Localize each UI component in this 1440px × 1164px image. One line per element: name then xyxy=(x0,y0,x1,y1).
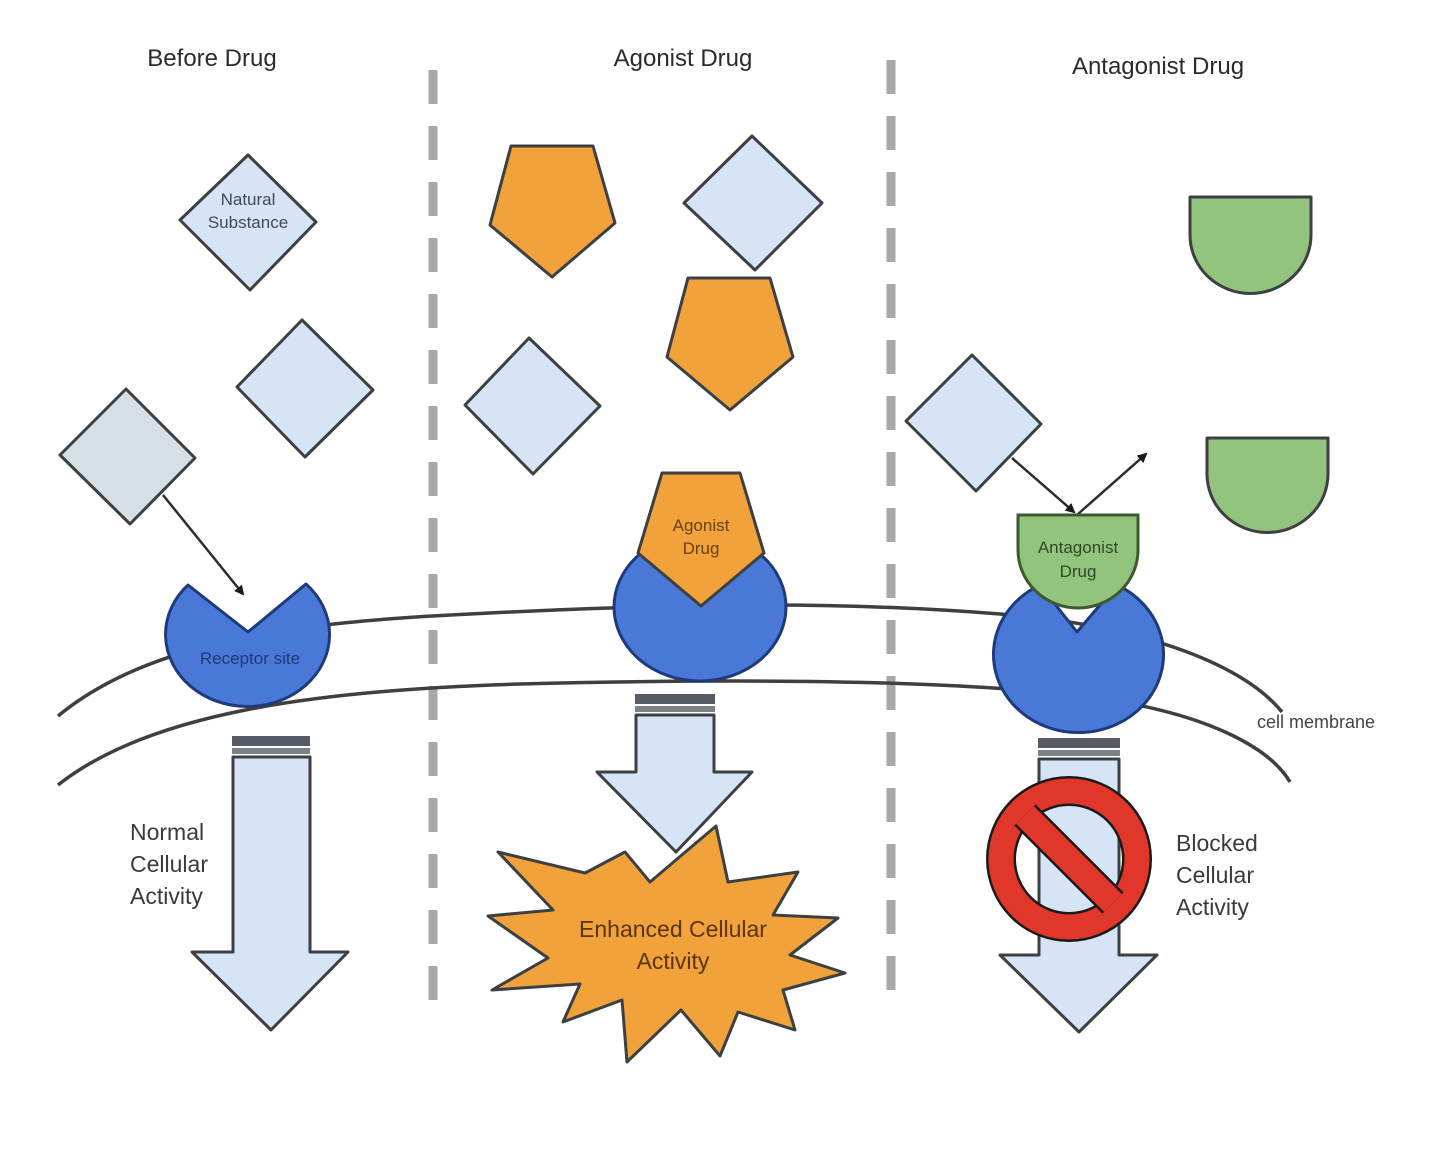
outcome-blocked-line3: Activity xyxy=(1176,894,1249,920)
natural-substance-diamond xyxy=(682,134,824,272)
receptor-with-agonist: Agonist Drug xyxy=(612,471,788,683)
natural-substance-diamond xyxy=(58,387,197,526)
arrow-cap-band xyxy=(232,748,310,754)
outcome-enhanced-line2: Activity xyxy=(637,948,710,974)
agonist-pentagon xyxy=(488,144,617,279)
no-entry-icon xyxy=(986,776,1152,942)
diamond-icon xyxy=(178,153,318,292)
cell-membrane-label: cell membrane xyxy=(1257,712,1375,732)
panel-antagonist-drug: Antagonist Drug Blocked Cellular Activit… xyxy=(904,195,1330,1034)
cell-membrane-inner-curve xyxy=(56,679,1292,787)
panel-title-agonist-drug: Agonist Drug xyxy=(614,45,753,72)
blocked-approach-arrow xyxy=(1011,457,1076,514)
arrow-cap-band xyxy=(232,736,310,746)
antagonist-half-circle xyxy=(1188,195,1313,295)
agonist-bound-label-line2: Drug xyxy=(683,539,720,558)
down-arrow-icon xyxy=(190,755,350,1032)
starburst-icon xyxy=(486,824,847,1064)
outcome-blocked-line2: Cellular xyxy=(1176,862,1254,888)
antagonist-bound-label-line2: Drug xyxy=(1060,562,1097,581)
agonist-pentagon xyxy=(665,276,795,412)
panel-title-before-drug: Before Drug xyxy=(147,45,276,72)
natural-substance-diamond xyxy=(463,336,602,476)
natural-substance-label-line1: Natural xyxy=(221,190,276,209)
receptor-with-antagonist: Antagonist Drug xyxy=(992,513,1165,735)
agonist-pentagon-bound xyxy=(636,471,766,608)
antagonist-bound-label-line1: Antagonist xyxy=(1038,538,1119,557)
outcome-blocked-line1: Blocked xyxy=(1176,830,1258,856)
natural-substance-label-line2: Substance xyxy=(208,213,288,232)
agonist-bound-label-line1: Agonist xyxy=(673,516,730,535)
natural-substance-labeled: Natural Substance xyxy=(178,153,318,292)
arrow-cap-band xyxy=(1038,750,1120,756)
receptor-site: Receptor site xyxy=(164,582,331,708)
arrow-cap-band xyxy=(635,694,715,704)
outcome-normal-line3: Activity xyxy=(130,883,203,909)
down-arrow-icon xyxy=(595,713,754,854)
arrow-cap-band xyxy=(635,706,715,712)
deflection-arrow xyxy=(1077,452,1148,515)
natural-substance-diamond xyxy=(904,353,1043,493)
binding-arrow xyxy=(162,494,245,596)
enhanced-activity-arrow xyxy=(595,694,754,854)
outcome-normal-line1: Normal xyxy=(130,819,204,845)
outcome-normal-line2: Cellular xyxy=(130,851,208,877)
receptor-site-label: Receptor site xyxy=(200,649,300,668)
natural-substance-diamond xyxy=(235,318,375,459)
antagonist-half-circle-bound xyxy=(1016,513,1140,610)
arrow-cap-band xyxy=(1038,738,1120,748)
panel-before-drug: Natural Substance Receptor site Normal C… xyxy=(58,153,375,1032)
enhanced-activity-burst: Enhanced Cellular Activity xyxy=(486,824,847,1064)
receptor-shape xyxy=(992,583,1165,735)
outcome-enhanced-line1: Enhanced Cellular xyxy=(579,916,767,942)
panel-title-antagonist-drug: Antagonist Drug xyxy=(1072,53,1244,80)
panel-agonist-drug: Agonist Drug Enhanced Cellular Activity xyxy=(463,134,847,1064)
normal-activity-arrow xyxy=(190,736,350,1032)
receptor-shape xyxy=(164,582,331,708)
antagonist-half-circle xyxy=(1205,436,1330,534)
